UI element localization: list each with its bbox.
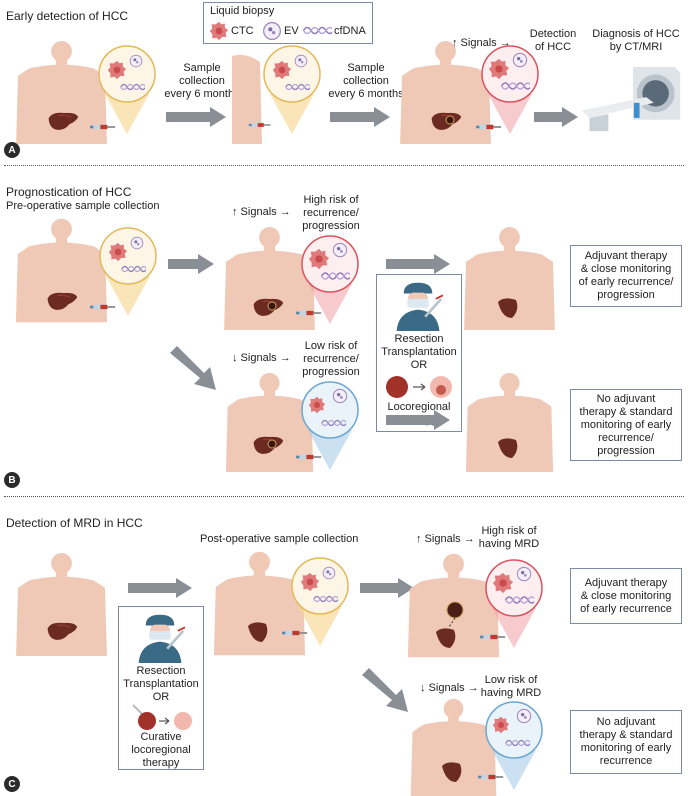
liver-icon (46, 291, 78, 311)
arrow-down-right (170, 346, 216, 390)
liquid-biopsy-legend: Liquid biopsy CTC EV cfDNA (203, 2, 373, 44)
legend-item-cfdna: cfDNA (334, 25, 366, 37)
biopsy-bubble-red (301, 235, 359, 324)
biopsy-bubble-yellow (99, 227, 157, 316)
patient-body-partial (232, 54, 262, 144)
mri-scanner-icon (581, 66, 681, 132)
panel-a-badge: A (4, 142, 20, 158)
legend-item-ctc: CTC (231, 25, 254, 37)
cfdna-icon (302, 26, 332, 35)
panel-b-title: Prognostication of HCC (6, 185, 132, 199)
liver-with-tumor-icon (430, 111, 462, 131)
liver-with-tumor-icon (252, 435, 284, 455)
legend-title: Liquid biopsy (210, 5, 275, 17)
liver-remnant-icon (498, 298, 518, 318)
biopsy-bubble-red (485, 559, 543, 648)
arrow-right (166, 107, 226, 127)
surgeon-icon (395, 281, 445, 331)
panel-c-badge: C (4, 776, 20, 792)
biopsy-bubble-yellow (291, 557, 349, 646)
biopsy-bubble-yellow (263, 45, 321, 134)
ev-icon (263, 22, 281, 40)
post-op-label: Post-operative sample collection (200, 533, 359, 545)
ctc-icon (209, 21, 229, 41)
arrow-right (386, 410, 450, 430)
liver-icon (47, 111, 79, 131)
liver-remnant-icon (442, 762, 462, 782)
signals-down-label: ↓ Signals → (232, 352, 291, 364)
signals-down-label: ↓ Signals → (420, 682, 479, 694)
biopsy-bubble-red (481, 45, 539, 134)
biopsy-bubble-yellow (98, 45, 156, 134)
arrow-right (128, 578, 192, 598)
signals-up-label: ↑ Signals → (452, 37, 511, 49)
legend-item-ev: EV (284, 25, 299, 37)
section-divider (4, 165, 684, 166)
panel-b-badge: B (4, 472, 20, 488)
liver-icon (46, 621, 78, 641)
curative-locoregional-icon (132, 704, 192, 730)
arrow-right (168, 254, 214, 274)
panel-a-title: Early detection of HCC (6, 9, 129, 23)
arrow-right (534, 107, 578, 127)
section-divider (4, 496, 684, 497)
liver-remnant-icon (248, 622, 268, 642)
liver-remnant-icon (436, 628, 456, 648)
surgeon-icon (137, 613, 187, 663)
liver-remnant-icon (498, 438, 518, 458)
biopsy-bubble-blue (485, 701, 543, 790)
arrow-right (330, 107, 390, 127)
signals-up-label: ↑ Signals → (416, 533, 475, 545)
panel-b-subtitle: Pre-operative sample collection (6, 200, 160, 212)
arrow-right (360, 578, 414, 598)
arrow-down-right (362, 668, 408, 712)
locoregional-icon (386, 376, 452, 398)
liver-with-tumor-icon (252, 297, 284, 317)
panel-c-title: Detection of MRD in HCC (6, 516, 143, 530)
biopsy-bubble-blue (301, 381, 359, 470)
signals-up-label: ↑ Signals → (232, 206, 291, 218)
mrd-tumor-icon (446, 601, 464, 628)
arrow-right (386, 254, 450, 274)
